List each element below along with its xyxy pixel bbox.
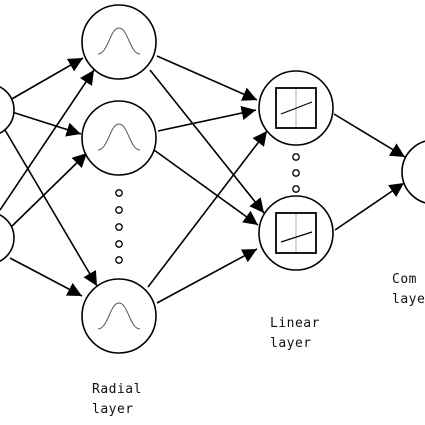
radial-node (81, 278, 157, 354)
edge-radial3-linear1 (147, 130, 268, 288)
edge-radial1-linear1 (156, 55, 258, 101)
edge-radial2-linear1 (157, 105, 257, 132)
input-node (0, 86, 15, 134)
edge-input2-radial1 (0, 69, 95, 211)
edge-radial1-linear2 (149, 69, 265, 214)
radial-node (81, 100, 157, 176)
radial-label-line2: layer (92, 402, 134, 417)
edge-radial2-linear2 (153, 149, 259, 226)
edge-linear1-output (333, 113, 406, 158)
edge-input1-radial3 (4, 129, 98, 287)
edge-input1-radial1 (9, 57, 84, 101)
combination-label-line2: laye (392, 292, 425, 307)
combination-node (401, 140, 425, 204)
linear-node (258, 70, 334, 146)
gaussian-icon (97, 123, 141, 151)
linear-label-line1: Linear (270, 316, 320, 331)
linear-ellipsis (292, 153, 300, 193)
combination-layer-label: Com laye (392, 270, 425, 310)
gaussian-icon (97, 302, 141, 330)
edge-input1-radial2 (11, 111, 82, 137)
edge-linear2-output (334, 182, 405, 231)
edge-radial3-linear2 (156, 248, 258, 304)
combination-label-line1: Com (392, 272, 417, 287)
edge-input2-radial2 (9, 152, 88, 229)
linear-layer-label: Linear layer (270, 314, 320, 354)
linear-label-line2: layer (270, 336, 312, 351)
radial-ellipsis (115, 189, 123, 264)
gaussian-icon (97, 27, 141, 55)
radial-node (81, 4, 157, 80)
input-node (0, 214, 15, 262)
edge-input2-radial3 (9, 257, 83, 297)
linear-node (258, 195, 334, 271)
radial-label-line1: Radial (92, 382, 142, 397)
radial-layer-label: Radial layer (92, 380, 142, 420)
connections (0, 55, 406, 304)
